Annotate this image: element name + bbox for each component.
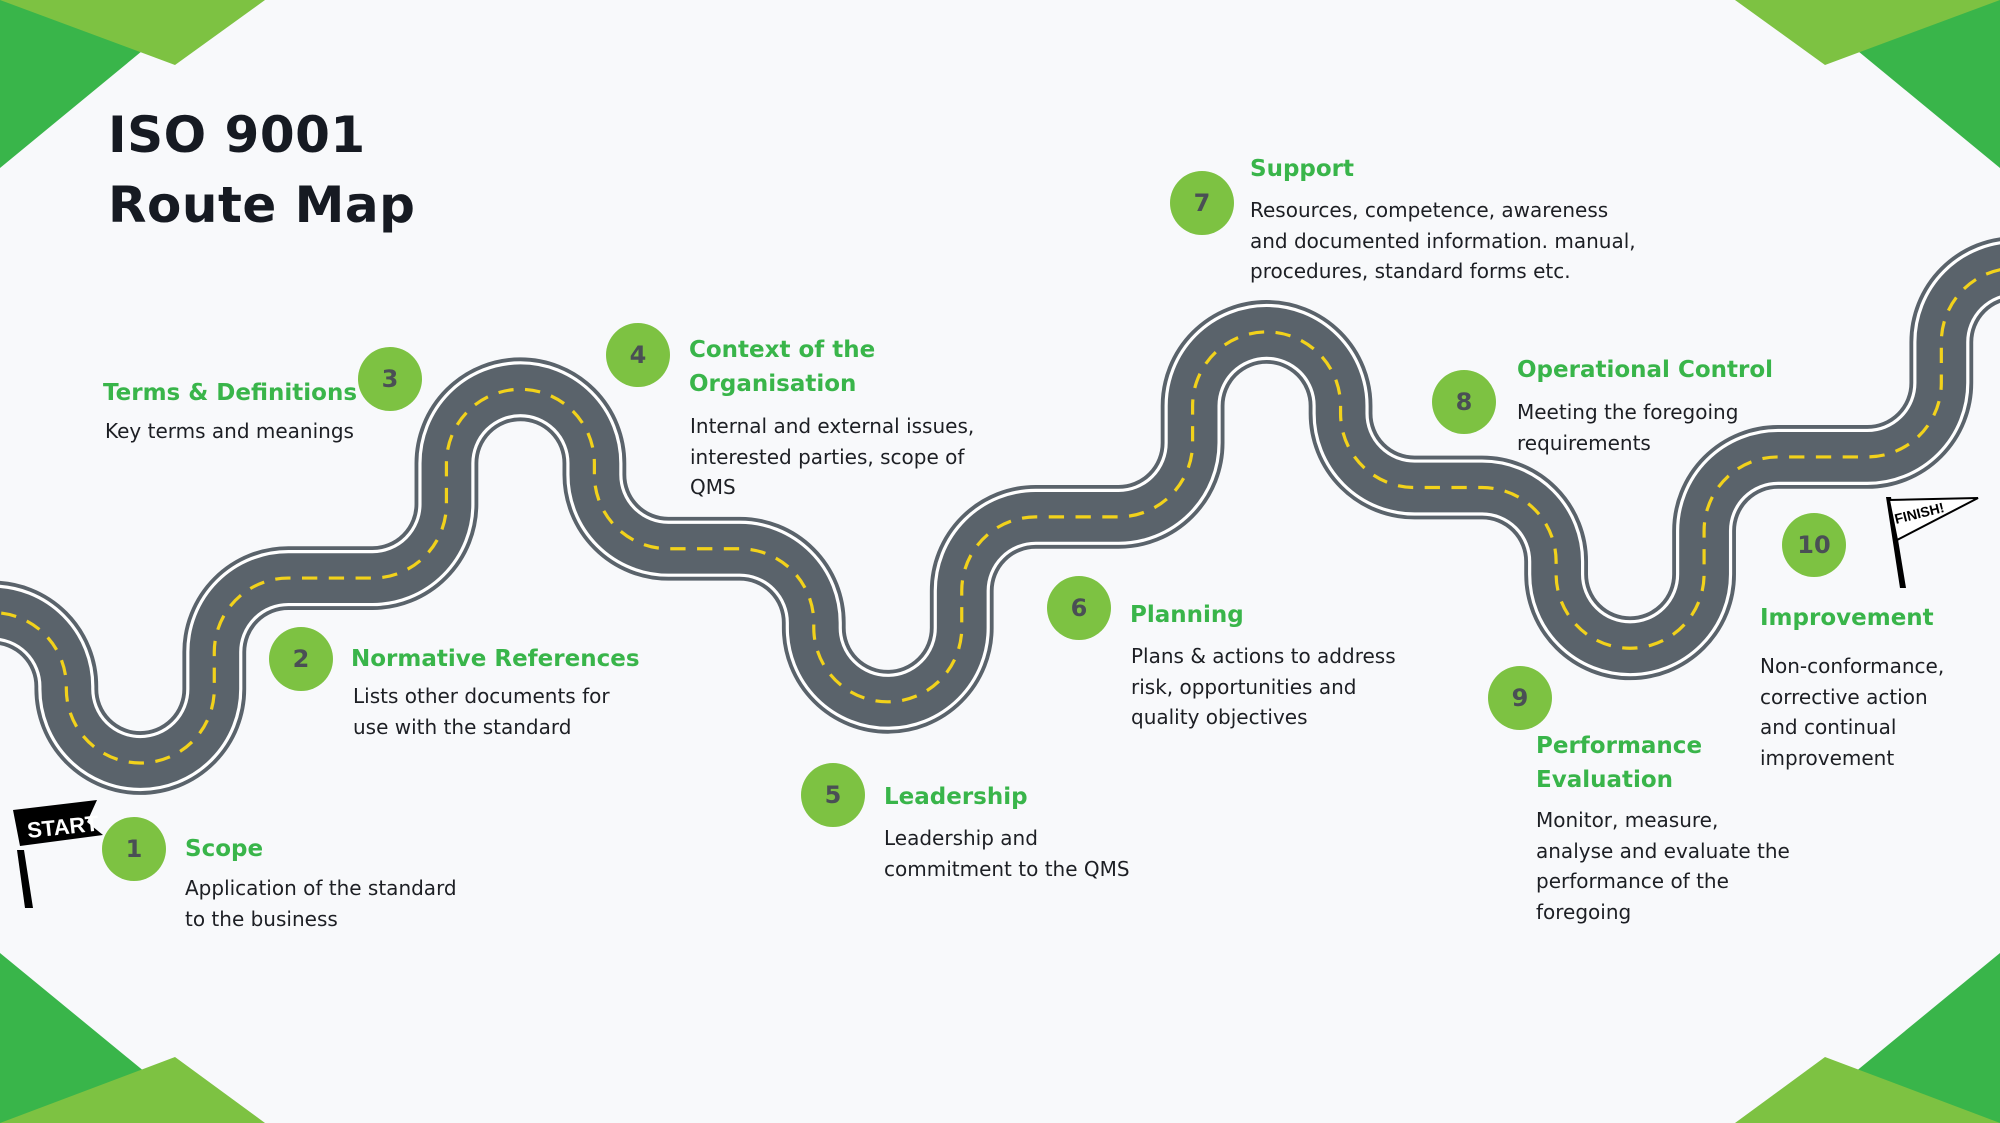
title-line-2: Route Map: [108, 176, 416, 234]
step-4-description: Internal and external issues, interested…: [690, 414, 975, 499]
step-10-description: Non-conformance, corrective action and c…: [1760, 654, 1945, 770]
corner-top-right: [1735, 0, 2000, 168]
step-9-title: Performance Evaluation: [1536, 733, 1703, 793]
step-2-title: Normative References: [351, 646, 640, 672]
title-line-1: ISO 9001: [108, 106, 366, 164]
finish-flag-icon: FINISH!: [1886, 497, 1979, 588]
page-title: ISO 9001 Route Map: [108, 100, 415, 240]
step-9-description: Monitor, measure, analyse and evaluate t…: [1536, 808, 1790, 924]
step-1-title: Scope: [185, 836, 264, 862]
step-3-description: Key terms and meanings: [105, 419, 354, 443]
step-5-description: Leadership and commitment to the QMS: [884, 826, 1130, 881]
step-6-description: Plans & actions to address risk, opportu…: [1131, 644, 1396, 729]
step-6-title: Planning: [1130, 602, 1244, 628]
step-2-description: Lists other documents for use with the s…: [353, 684, 610, 739]
step-4-title: Context of the Organisation: [689, 337, 876, 397]
step-9-badge: 9: [1488, 666, 1552, 730]
step-7-title: Support: [1250, 156, 1355, 182]
step-10-title: Improvement: [1760, 605, 1934, 631]
step-3-title: Terms & Definitions: [103, 380, 358, 406]
step-1-badge: 1: [102, 817, 166, 881]
step-8-description: Meeting the foregoing requirements: [1517, 400, 1739, 455]
step-7-badge: 7: [1170, 171, 1234, 235]
step-2-badge: 2: [269, 627, 333, 691]
step-8-badge: 8: [1432, 370, 1496, 434]
corner-bottom-right: [1735, 953, 2000, 1123]
step-10-badge: 10: [1782, 513, 1846, 577]
corner-top-left: [0, 0, 265, 168]
start-flag-icon: START: [13, 800, 103, 908]
step-1-description: Application of the standard to the busin…: [185, 876, 457, 931]
step-6-badge: 6: [1047, 576, 1111, 640]
step-4-badge: 4: [606, 323, 670, 387]
step-5-badge: 5: [801, 763, 865, 827]
step-3-badge: 3: [358, 347, 422, 411]
step-8-title: Operational Control: [1517, 357, 1774, 383]
step-7-description: Resources, competence, awareness and doc…: [1250, 198, 1636, 283]
corner-bottom-left: [0, 953, 265, 1123]
step-5-title: Leadership: [884, 784, 1028, 810]
